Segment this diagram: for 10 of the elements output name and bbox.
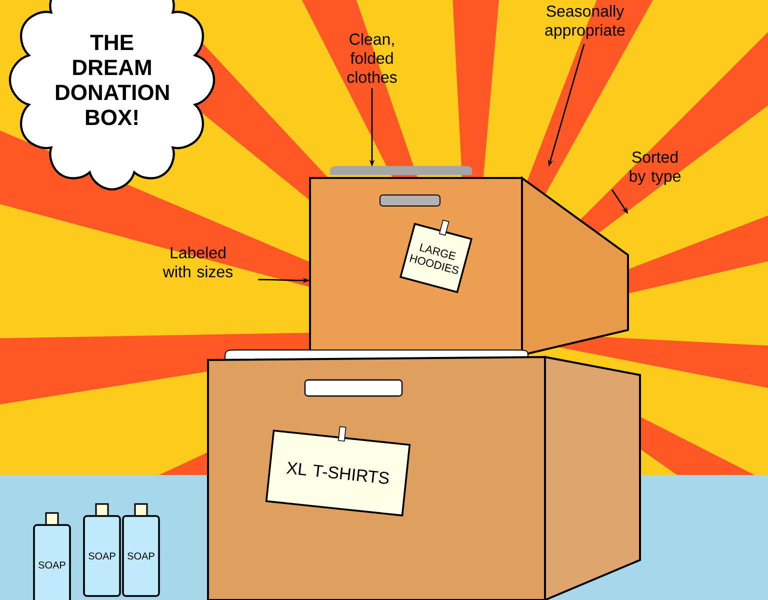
soap-bottle: SOAP (122, 503, 160, 597)
soap-bottle: SOAP (33, 512, 71, 600)
annotation-text: Seasonally appropriate (545, 5, 625, 39)
thought-cloud: THE DREAM DONATION BOX! (8, 0, 216, 191)
soap-bottle: SOAP (83, 503, 121, 597)
paper-tag: XL T-SHIRTS (265, 426, 411, 516)
cardboard-box-drawing (207, 350, 641, 600)
annotation-text: Labeled with sizes (162, 246, 233, 278)
annotation-text: Clean, folded clothes (347, 33, 397, 83)
annotation-text: Sorted by type (630, 151, 681, 185)
